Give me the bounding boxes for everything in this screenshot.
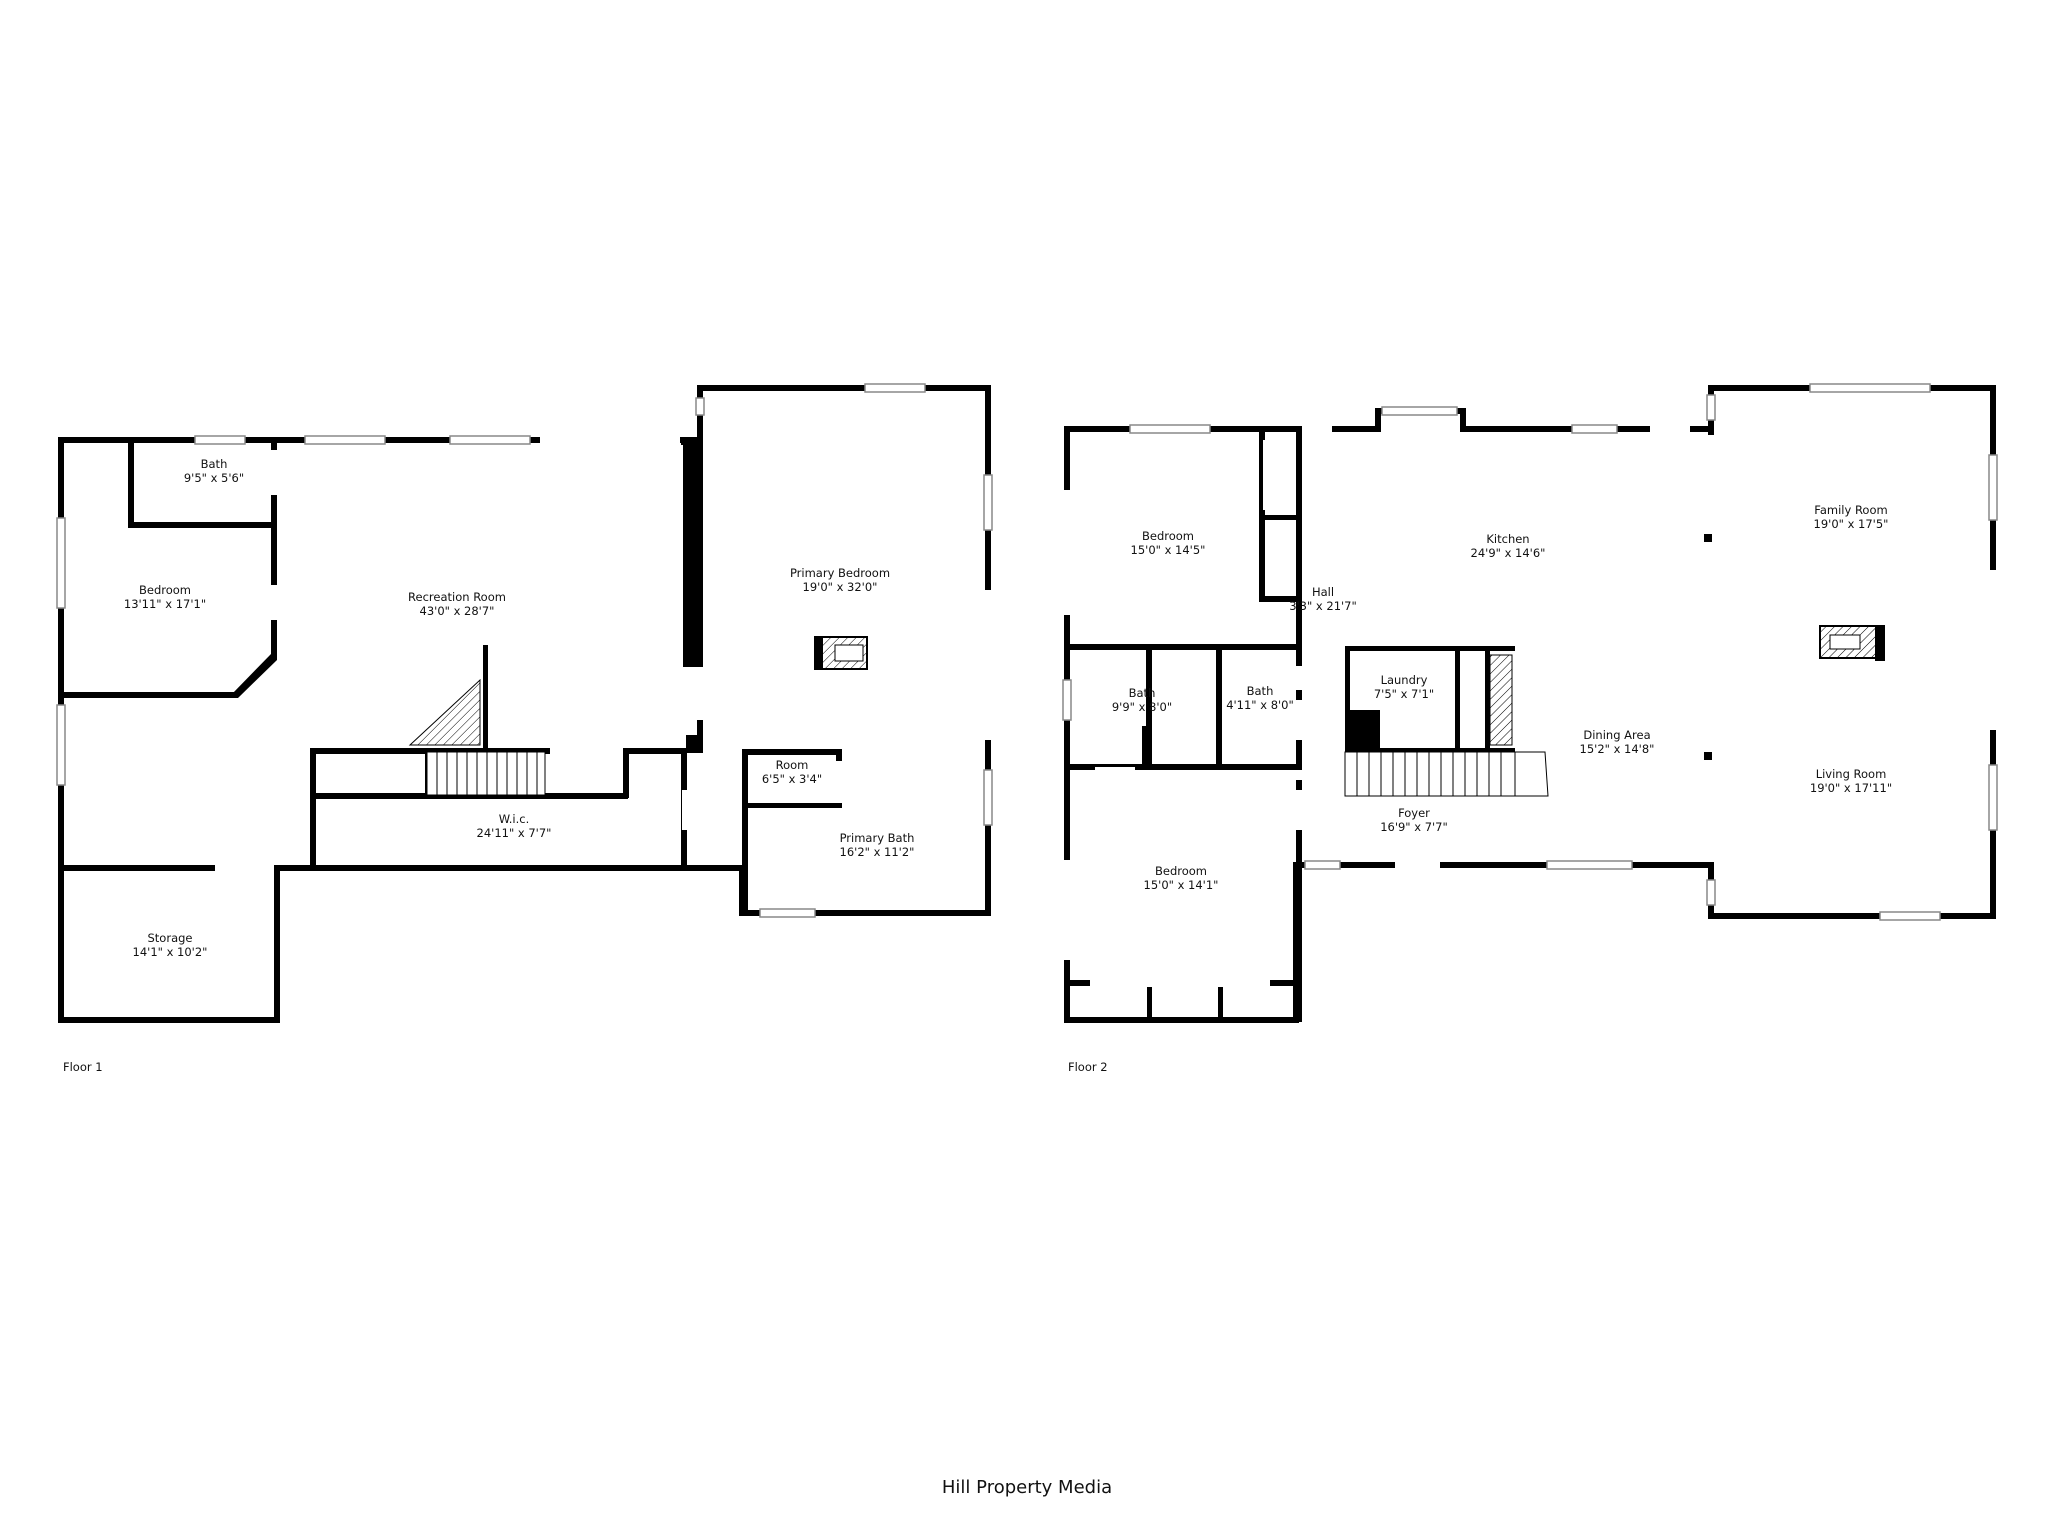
svg-text:Laundry: Laundry: [1381, 673, 1428, 687]
svg-text:19'0" x 17'5": 19'0" x 17'5": [1814, 517, 1889, 531]
svg-text:Family Room: Family Room: [1814, 503, 1887, 517]
svg-text:15'0" x 14'5": 15'0" x 14'5": [1131, 543, 1206, 557]
svg-text:15'2" x 14'8": 15'2" x 14'8": [1580, 742, 1655, 756]
label-wic: W.i.c.24'11" x 7'7": [477, 812, 552, 840]
svg-text:Hall: Hall: [1312, 585, 1334, 599]
svg-text:Bedroom: Bedroom: [139, 583, 191, 597]
svg-text:Storage: Storage: [148, 931, 193, 945]
svg-text:6'5" x 3'4": 6'5" x 3'4": [762, 772, 822, 786]
svg-text:15'0" x 14'1": 15'0" x 14'1": [1144, 878, 1219, 892]
svg-text:Room: Room: [776, 758, 809, 772]
credit-text: Hill Property Media: [942, 1477, 1112, 1498]
floor-2-plan: [1062, 383, 1998, 1023]
svg-text:W.i.c.: W.i.c.: [499, 812, 530, 826]
svg-text:13'11" x 17'1": 13'11" x 17'1": [124, 597, 206, 611]
floor-2-label: Floor 2: [1068, 1060, 1108, 1074]
stair-landing-1: [408, 678, 481, 746]
svg-text:Primary Bedroom: Primary Bedroom: [790, 566, 890, 580]
svg-text:16'2" x 11'2": 16'2" x 11'2": [840, 845, 915, 859]
stairs-2: [1344, 751, 1516, 797]
svg-text:14'1" x 10'2": 14'1" x 10'2": [133, 945, 208, 959]
svg-text:19'0" x 32'0": 19'0" x 32'0": [803, 580, 878, 594]
svg-text:Bath: Bath: [1129, 686, 1156, 700]
svg-text:4'11" x 8'0": 4'11" x 8'0": [1226, 698, 1294, 712]
floor-1-plan: [56, 383, 993, 1023]
svg-text:3'3" x 21'7": 3'3" x 21'7": [1289, 599, 1357, 613]
svg-text:Primary Bath: Primary Bath: [840, 831, 915, 845]
svg-text:19'0" x 17'11": 19'0" x 17'11": [1810, 781, 1892, 795]
svg-text:9'5" x 5'6": 9'5" x 5'6": [184, 471, 244, 485]
svg-text:Recreation Room: Recreation Room: [408, 590, 506, 604]
floor-1-label: Floor 1: [63, 1060, 103, 1074]
svg-text:Bedroom: Bedroom: [1155, 864, 1207, 878]
stair-landing-2: [1489, 654, 1513, 746]
svg-text:Living Room: Living Room: [1816, 767, 1887, 781]
svg-text:Dining Area: Dining Area: [1583, 728, 1650, 742]
svg-text:24'9" x 14'6": 24'9" x 14'6": [1471, 546, 1546, 560]
svg-text:9'9" x 8'0": 9'9" x 8'0": [1112, 700, 1172, 714]
svg-text:43'0" x 28'7": 43'0" x 28'7": [420, 604, 495, 618]
svg-text:Bath: Bath: [201, 457, 228, 471]
svg-text:Kitchen: Kitchen: [1486, 532, 1529, 546]
svg-text:24'11" x 7'7": 24'11" x 7'7": [477, 826, 552, 840]
svg-text:Bedroom: Bedroom: [1142, 529, 1194, 543]
svg-text:Bath: Bath: [1247, 684, 1274, 698]
svg-text:Foyer: Foyer: [1398, 806, 1430, 820]
svg-text:16'9" x 7'7": 16'9" x 7'7": [1380, 820, 1448, 834]
svg-text:7'5" x 7'1": 7'5" x 7'1": [1374, 687, 1434, 701]
